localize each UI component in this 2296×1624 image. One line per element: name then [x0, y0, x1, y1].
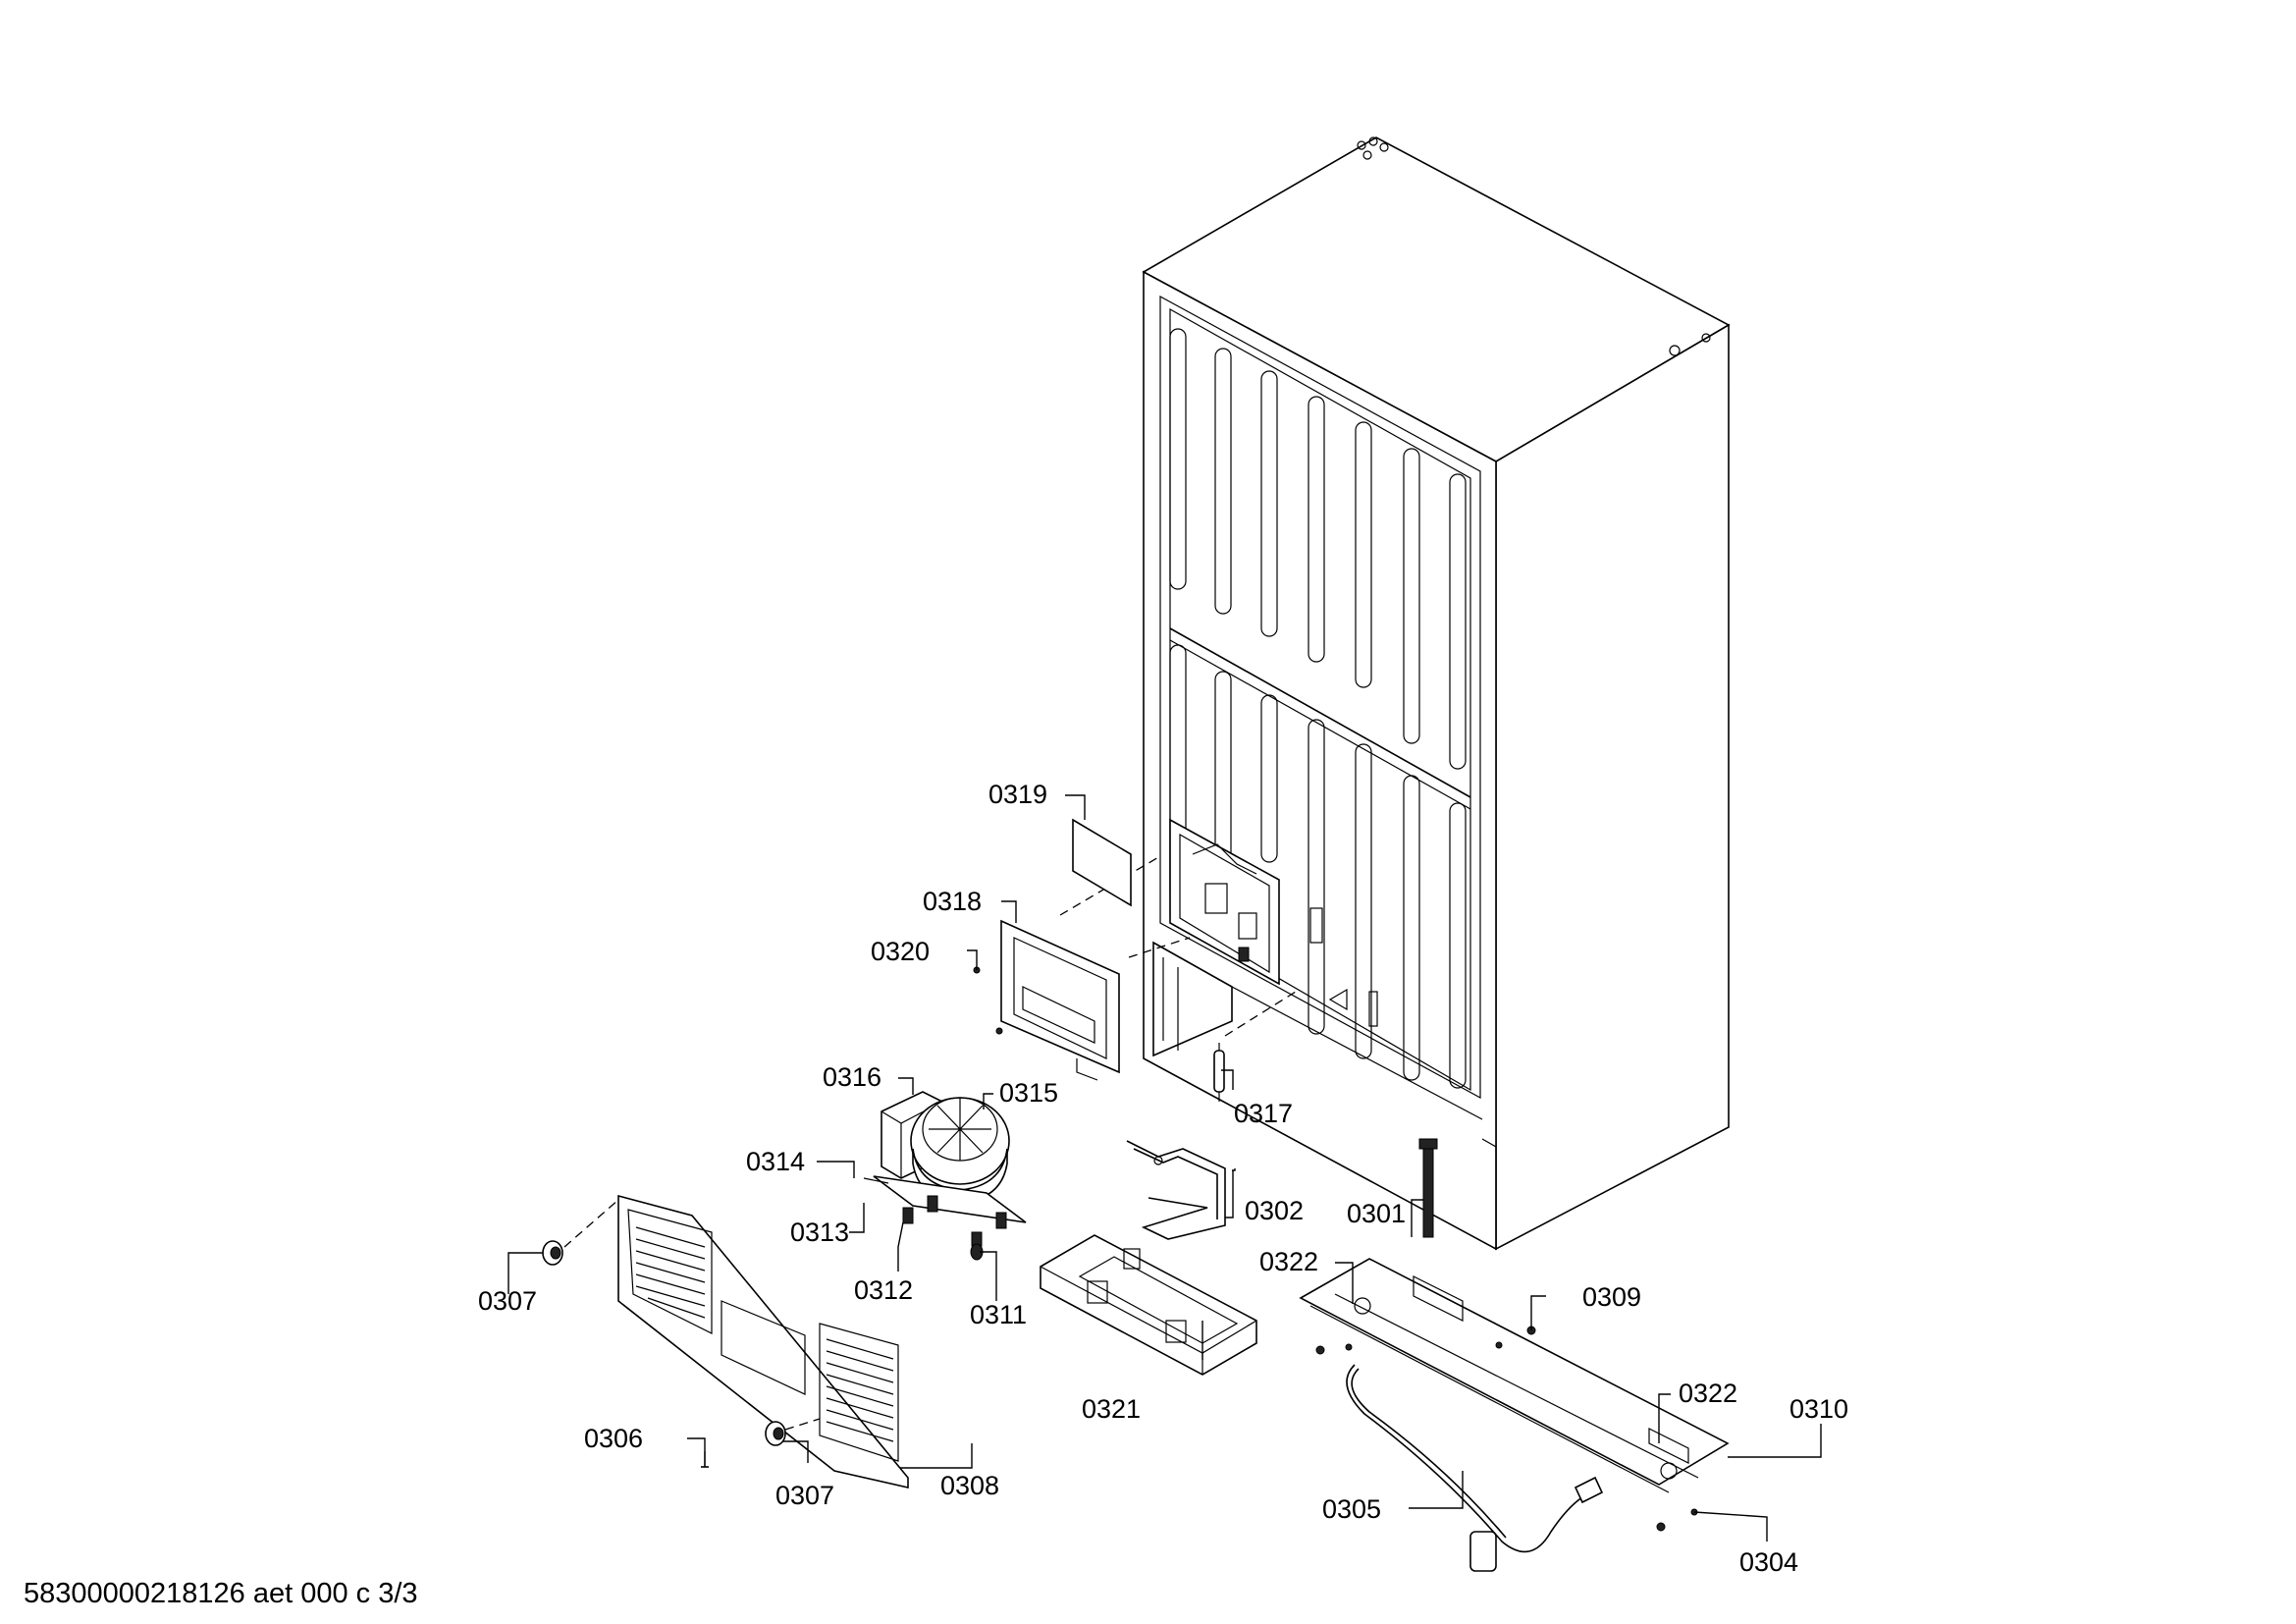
- label-0319: 0319: [988, 780, 1047, 809]
- label-0307-lower: 0307: [775, 1481, 834, 1510]
- label-0322-lower: 0322: [1679, 1379, 1737, 1408]
- grille-slots-left: [635, 1226, 706, 1319]
- part-0317-filter-drier: [1213, 1043, 1225, 1102]
- label-0307-upper: 0307: [478, 1286, 537, 1316]
- compressor-assembly: [863, 1091, 1027, 1261]
- condenser-coil-upper: [1169, 328, 1467, 770]
- label-0318: 0318: [923, 887, 982, 916]
- part-0321-drip-tray: [1040, 1234, 1257, 1376]
- part-0308-vent-grille: [617, 1194, 909, 1489]
- label-0314: 0314: [746, 1147, 805, 1176]
- label-0308: 0308: [940, 1471, 999, 1500]
- part-0306-screw: [701, 1451, 709, 1468]
- part-0307-grommet-upper: [542, 1199, 619, 1266]
- part-labels: 0319 0318 0320 0316 0315 0317 0314 0313 …: [478, 780, 1848, 1577]
- label-0316: 0316: [823, 1062, 881, 1092]
- label-0301: 0301: [1347, 1199, 1406, 1228]
- label-0302: 0302: [1245, 1196, 1304, 1225]
- label-0305: 0305: [1322, 1494, 1381, 1524]
- label-0317: 0317: [1234, 1099, 1293, 1128]
- label-0306: 0306: [584, 1424, 643, 1453]
- leader-lines: [507, 794, 1822, 1542]
- label-0310: 0310: [1789, 1394, 1848, 1424]
- document-code: 58300000218126 aet 000 c 3/3: [24, 1578, 418, 1609]
- label-0321: 0321: [1082, 1394, 1141, 1424]
- part-0305-power-cord: [1346, 1364, 1604, 1572]
- grille-slots-right: [826, 1338, 894, 1442]
- label-0309: 0309: [1582, 1282, 1641, 1312]
- part-0319-cover-plate: [1072, 818, 1132, 907]
- part-0310-base-rail: [1299, 1258, 1730, 1532]
- label-0320: 0320: [871, 937, 930, 966]
- label-0312: 0312: [854, 1275, 913, 1305]
- label-0313: 0313: [790, 1218, 849, 1247]
- part-0301-leveling-bolt: [1418, 1138, 1438, 1238]
- part-0318-frame: [973, 919, 1120, 1081]
- compressor-recess: [1152, 818, 1483, 1120]
- label-0322-upper: 0322: [1259, 1247, 1318, 1276]
- label-0311: 0311: [970, 1300, 1027, 1329]
- label-0315: 0315: [999, 1078, 1058, 1108]
- part-0302-tube: [1126, 1140, 1226, 1240]
- label-0304: 0304: [1739, 1547, 1798, 1577]
- part-0307-grommet-lower: [765, 1418, 821, 1446]
